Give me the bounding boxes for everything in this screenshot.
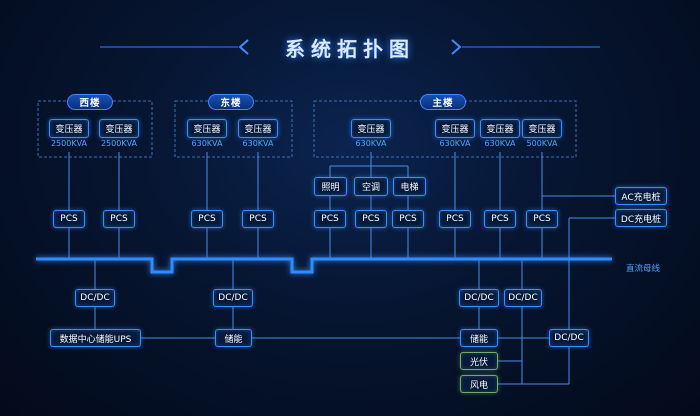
transformer-west-1: 变压器 [49, 119, 89, 138]
diagram-title: 系统拓扑图 [285, 37, 415, 61]
connectors [68, 152, 615, 385]
transformer-main-3: 变压器 [480, 119, 520, 138]
title-right-ornament [451, 39, 600, 55]
dcdc-5: DC/DC [549, 329, 589, 347]
transformer-main-1-rating: 630KVA [355, 139, 387, 148]
pcs-8: PCS [439, 210, 471, 228]
dcdc-4: DC/DC [504, 289, 542, 307]
energy-storage-1: 储能 [215, 329, 252, 347]
transformer-east-1-rating: 630KVA [191, 139, 223, 148]
transformer-east-2-rating: 630KVA [242, 139, 274, 148]
transformer-main-2-rating: 630KVA [439, 139, 471, 148]
group-frame-east [174, 100, 293, 158]
transformer-west-2: 变压器 [99, 119, 139, 138]
label-main-building: 主楼 [420, 94, 466, 110]
transformer-east-1: 变压器 [187, 119, 227, 138]
transformer-east-2: 变压器 [238, 119, 278, 138]
photovoltaic: 光伏 [460, 352, 498, 370]
dc-bus-label: 直流母线 [626, 264, 661, 274]
dcdc-1: DC/DC [75, 289, 115, 307]
pcs-5: PCS [314, 210, 346, 228]
dc-charger: DC充电桩 [615, 209, 667, 227]
title-left-ornament [100, 39, 249, 55]
load-elevator: 电梯 [393, 177, 426, 196]
dcdc-3: DC/DC [459, 289, 499, 307]
label-west-building: 西楼 [67, 94, 113, 110]
transformer-main-4: 变压器 [522, 119, 562, 138]
pcs-10: PCS [526, 210, 558, 228]
pcs-1: PCS [53, 210, 85, 228]
datacenter-ups-storage: 数据中心储能UPS [50, 329, 141, 347]
energy-storage-2: 储能 [460, 329, 498, 347]
label-east-building: 东楼 [208, 94, 254, 110]
dc-bus-line [36, 257, 612, 274]
transformer-main-2: 变压器 [435, 119, 475, 138]
transformer-west-2-rating: 2500KVA [100, 139, 138, 148]
pcs-3: PCS [191, 210, 223, 228]
pcs-2: PCS [103, 210, 135, 228]
pcs-7: PCS [392, 210, 424, 228]
pcs-9: PCS [484, 210, 516, 228]
dcdc-2: DC/DC [213, 289, 253, 307]
load-lighting: 照明 [314, 177, 347, 196]
ac-charger: AC充电桩 [615, 187, 667, 205]
transformer-west-1-rating: 2500KVA [50, 139, 88, 148]
load-air-conditioning: 空调 [354, 177, 388, 196]
pcs-6: PCS [355, 210, 387, 228]
transformer-main-3-rating: 630KVA [484, 139, 516, 148]
transformer-main-1: 变压器 [351, 119, 391, 138]
wind-power: 风电 [460, 375, 498, 393]
transformer-main-4-rating: 500KVA [526, 139, 558, 148]
pcs-4: PCS [242, 210, 274, 228]
